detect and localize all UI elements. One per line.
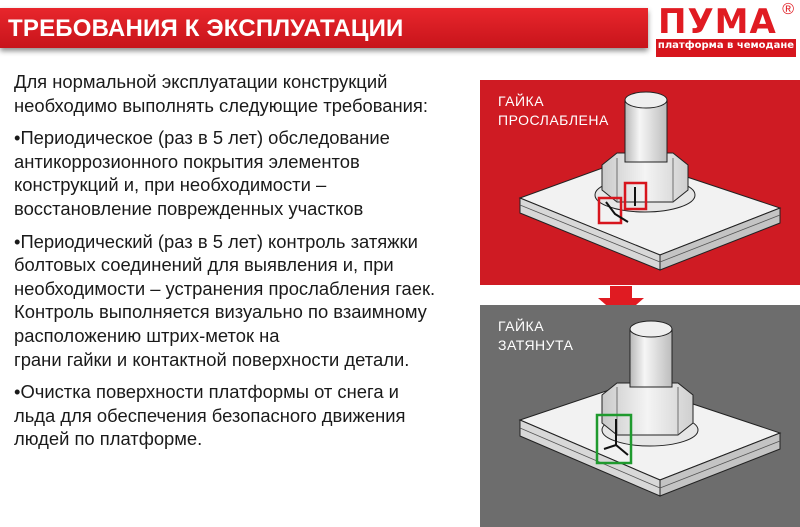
text-line: необходимо выполнять следующие требовани… [14, 94, 428, 116]
text-line: грани гайки и контактной поверхности дет… [14, 348, 410, 370]
logo-top: ПУМА ® [656, 1, 796, 42]
text-line: •Периодический (раз в 5 лет) контроль за… [14, 230, 418, 252]
logo: ПУМА ® платформа в чемодане [656, 1, 796, 57]
loose-nut-figure: ГАЙКА ПРОСЛАБЛЕНА [480, 80, 800, 285]
down-arrow-icon [598, 286, 644, 318]
label-line: ПРОСЛАБЛЕНА [498, 112, 609, 128]
text-line: льда для обеспечения безопасного движени… [14, 404, 406, 426]
text-line: болтовых соединений для выявления и, при [14, 254, 394, 276]
bolt-loose-illustration [518, 91, 782, 271]
text-line: •Периодическое (раз в 5 лет) обследовани… [14, 127, 390, 149]
text-line: расположению штрих-меток на [14, 324, 280, 346]
intro-paragraph: Для нормальной эксплуатации конструкций … [14, 70, 476, 117]
page-title: ТРЕБОВАНИЯ К ЭКСПЛУАТАЦИИ [8, 15, 404, 42]
label-line: ГАЙКА [498, 318, 545, 334]
requirement-item-bolts: •Периодический (раз в 5 лет) контроль за… [14, 230, 476, 372]
logo-tagline: платформа в чемодане [657, 40, 795, 51]
text-line: Для нормальной эксплуатации конструкций [14, 71, 388, 92]
text-line: антикоррозионного покрытия элементов [14, 150, 360, 172]
label-line: ЗАТЯНУТА [498, 337, 574, 353]
title-bar: ТРЕБОВАНИЯ К ЭКСПЛУАТАЦИИ [0, 8, 648, 48]
text-line: конструкций и, при необходимости – [14, 174, 327, 196]
text-line: необходимости – устранения прослабления … [14, 277, 436, 299]
label-line: ГАЙКА [498, 93, 545, 109]
requirement-item-coating: •Периодическое (раз в 5 лет) обследовани… [14, 126, 476, 220]
text-line: •Очистка поверхности платформы от снега … [14, 381, 399, 403]
logo-registered-mark: ® [782, 1, 794, 18]
bolt-tight-illustration [518, 320, 782, 497]
text-line: восстановление поврежденных участков [14, 197, 364, 219]
requirements-text: Для нормальной эксплуатации конструкций … [14, 70, 476, 460]
header: ТРЕБОВАНИЯ К ЭКСПЛУАТАЦИИ ПУМА ® платфор… [0, 0, 800, 60]
logo-name: ПУМА [658, 2, 777, 42]
text-line: Контроль выполняется визуально по взаимн… [14, 301, 427, 323]
requirement-item-cleaning: •Очистка поверхности платформы от снега … [14, 380, 476, 451]
loose-nut-label: ГАЙКА ПРОСЛАБЛЕНА [498, 92, 609, 130]
tight-nut-label: ГАЙКА ЗАТЯНУТА [498, 317, 573, 355]
tight-nut-figure: ГАЙКА ЗАТЯНУТА [480, 305, 800, 527]
text-line: людей по платформе. [14, 428, 203, 450]
